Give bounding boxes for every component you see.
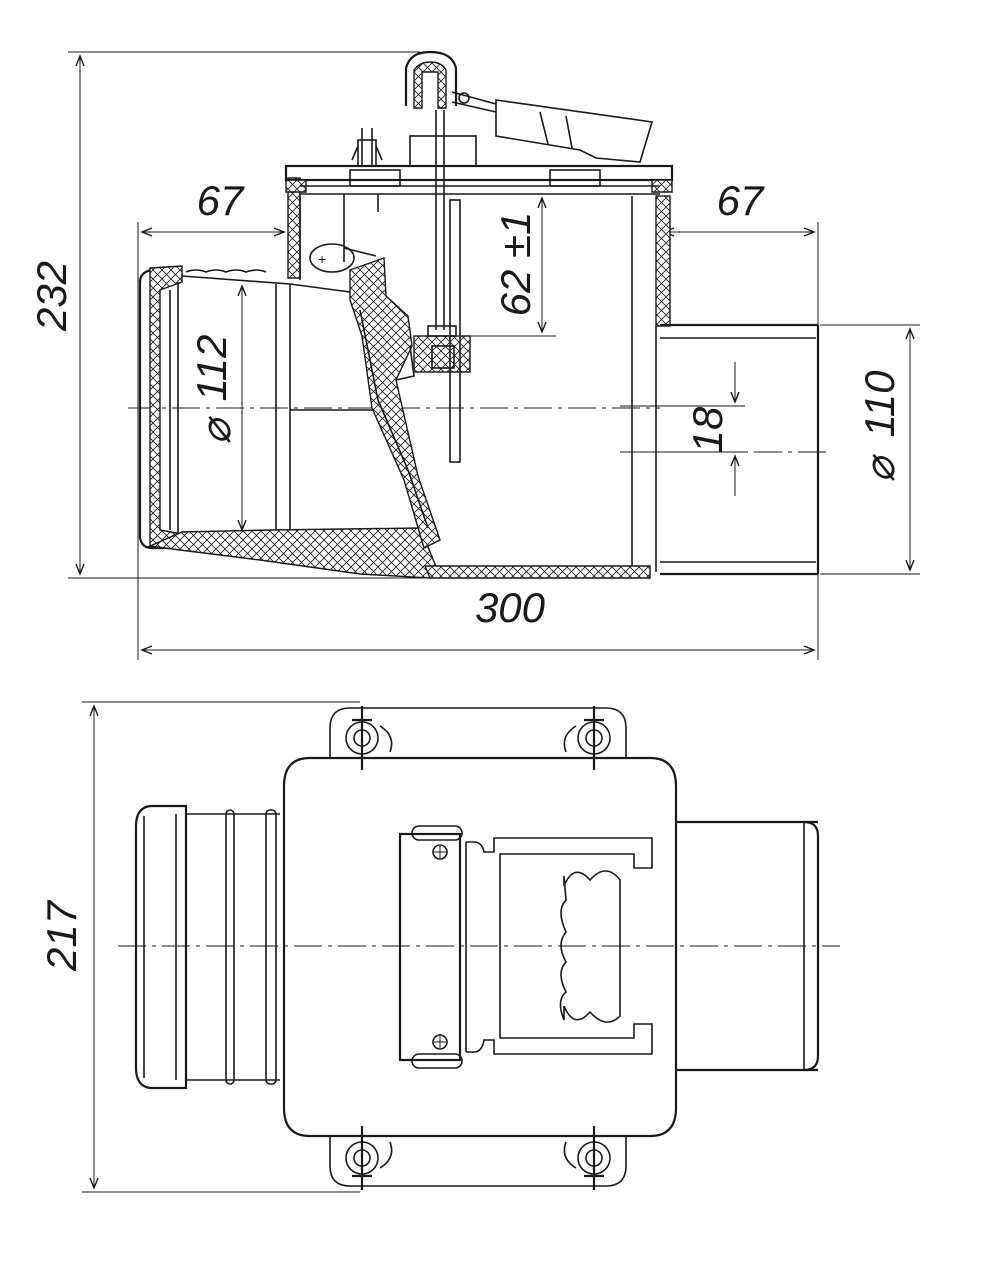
dim-travel: 62 ±1 bbox=[492, 212, 539, 317]
dim-overall-length: 300 bbox=[475, 584, 546, 631]
dim-outlet-diameter: 110 bbox=[856, 370, 903, 438]
dim-total-height: 232 bbox=[28, 261, 75, 332]
inlet-socket bbox=[138, 265, 378, 550]
svg-text:+: + bbox=[318, 251, 326, 267]
wing-nut-top-right bbox=[577, 706, 611, 770]
side-section-view: + 67 67 300 232 62 ±1 112 ⌀ 110 ⌀ 18 bbox=[28, 50, 920, 660]
dim-outlet-diameter-symbol: ⌀ bbox=[856, 454, 903, 483]
inlet-socket-top bbox=[134, 804, 280, 1090]
wing-nut-bottom-right bbox=[577, 1126, 611, 1190]
wing-nut-top-left bbox=[345, 706, 379, 770]
lever-mechanism bbox=[404, 50, 654, 330]
inspection-lid bbox=[284, 164, 674, 195]
wing-nut-bottom-left bbox=[345, 1126, 379, 1190]
dim-inlet-diameter-symbol: ⌀ bbox=[192, 416, 239, 445]
dim-right-outlet-length: 67 bbox=[717, 177, 765, 224]
dim-inlet-diameter: 112 bbox=[188, 335, 235, 402]
dim-left-inlet-length: 67 bbox=[197, 177, 245, 224]
body-floor bbox=[423, 565, 651, 579]
top-plan-view: 217 bbox=[38, 701, 840, 1193]
check-flap: + bbox=[309, 243, 441, 550]
lid-screw bbox=[351, 128, 383, 167]
lower-body-wall bbox=[147, 527, 441, 579]
housing-outline-top bbox=[282, 756, 678, 1138]
lever-plate-top bbox=[398, 825, 653, 1069]
dim-offset: 18 bbox=[684, 406, 731, 453]
stem-float bbox=[413, 199, 471, 463]
dim-total-width: 217 bbox=[38, 899, 85, 972]
outlet-pipe-top bbox=[676, 820, 820, 1072]
valve-housing bbox=[287, 177, 820, 576]
